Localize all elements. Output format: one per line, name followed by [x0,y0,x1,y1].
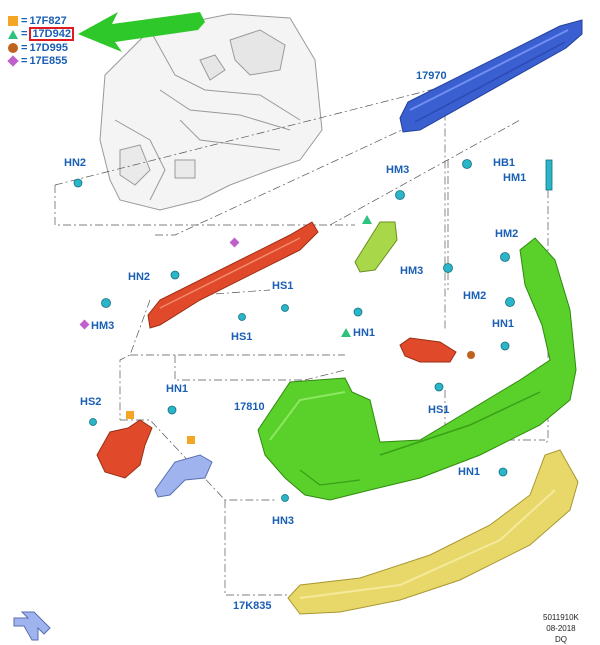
stamp-line1: 5011910K [543,613,579,622]
legend-equals: = [21,55,28,67]
label-hm1-top: HM1 [503,172,527,184]
clip-hm3-center [443,263,453,273]
legend-row-circle: = 17D995 [8,41,74,54]
label-hs1-lower: HS1 [231,331,253,343]
triangle-icon [8,29,18,39]
label-hn2-mid: HN2 [128,271,151,283]
clip-hm2-upper [500,252,510,262]
marker-triangle-hn1 [341,328,351,337]
legend-row-diamond: = 17E855 [7,55,74,68]
clip-hn1-bottom [498,467,508,477]
label-hm2-upper: HM2 [495,228,519,240]
square-icon [8,15,18,26]
label-hb1: HB1 [493,157,516,169]
upper-reinforcement [147,221,319,329]
label-hs1-upper: HS1 [272,280,294,292]
green-pointer-arrow [78,12,205,52]
vehicle-body-outline [99,13,323,211]
nav-arrow-icon[interactable] [13,611,51,641]
label-hm3-left: HM3 [91,320,115,332]
marker-circle-red-bracket [467,351,475,359]
label-hm2-lower: HM2 [463,290,487,302]
legend-row-square: = 17F827 [8,14,74,27]
label-hn3: HN3 [272,515,295,527]
legend-code-highlighted: 17D942 [29,27,74,41]
marker-square-hn1 [187,436,195,444]
marker-diamond-hm3 [79,319,90,330]
label-hm3-mid: HM3 [386,164,410,176]
clip-hn1-left [167,405,177,415]
fastener-clips [73,159,553,502]
label-hn2-left: HN2 [64,157,87,169]
clip-hn2-mid [170,270,180,280]
clip-hm3-mid [395,190,405,200]
legend-code: 17F827 [29,14,67,27]
stamp-line2: 08-2018 [546,624,576,633]
drawing-stamp: 5011910K 08-2018 DQ [543,612,579,645]
legend-equals: = [21,28,28,40]
label-hn1-center: HN1 [353,327,376,339]
legend: = 17F827 = 17D942 = 17D995 = 17E855 [7,14,74,68]
legend-row-triangle: = 17D942 [8,27,74,41]
clip-hn3 [281,494,289,502]
side-bracket-lightblue [154,454,213,498]
clip-hb1 [462,159,472,169]
clip-hs1-right [434,382,444,392]
diamond-icon [7,55,19,67]
label-hn1-right: HN1 [492,318,515,330]
side-bracket-red-left [96,419,153,479]
lower-diffuser-panel [287,449,579,615]
marker-diamond-reinforcement [229,237,240,248]
rear-impact-beam [399,19,583,133]
label-hs2: HS2 [80,396,102,408]
label-hn1-left: HN1 [166,383,189,395]
label-hs1-right: HS1 [428,404,450,416]
side-bracket-green [354,221,398,273]
clip-hm3-left [101,298,111,308]
clip-hn1-center [353,307,363,317]
part-markers [79,215,475,444]
marker-triangle-green-bracket [362,215,372,224]
clip-hs1-lower [238,313,246,321]
legend-equals: = [21,41,28,54]
label-hm3-center: HM3 [400,265,424,277]
legend-equals: = [21,14,28,27]
label-17970: 17970 [416,70,447,82]
stamp-line3: DQ [554,635,567,644]
clip-hs1-upper [281,304,289,312]
clip-hm2-lower [505,297,515,307]
marker-square-hs2 [126,411,134,419]
circle-icon [8,42,18,53]
label-17810: 17810 [234,401,265,413]
legend-code: 17E855 [29,55,68,67]
clip-hn2-left [73,178,83,188]
clip-hs2 [89,418,97,426]
label-hn1-bottom: HN1 [458,466,481,478]
clip-hn1-right [500,341,510,351]
clip-hm1-top [545,159,553,191]
rear-bumper-cover [257,237,577,501]
legend-code: 17D995 [29,41,68,54]
label-17k835: 17K835 [233,600,272,612]
side-bracket-red-right [399,337,457,363]
